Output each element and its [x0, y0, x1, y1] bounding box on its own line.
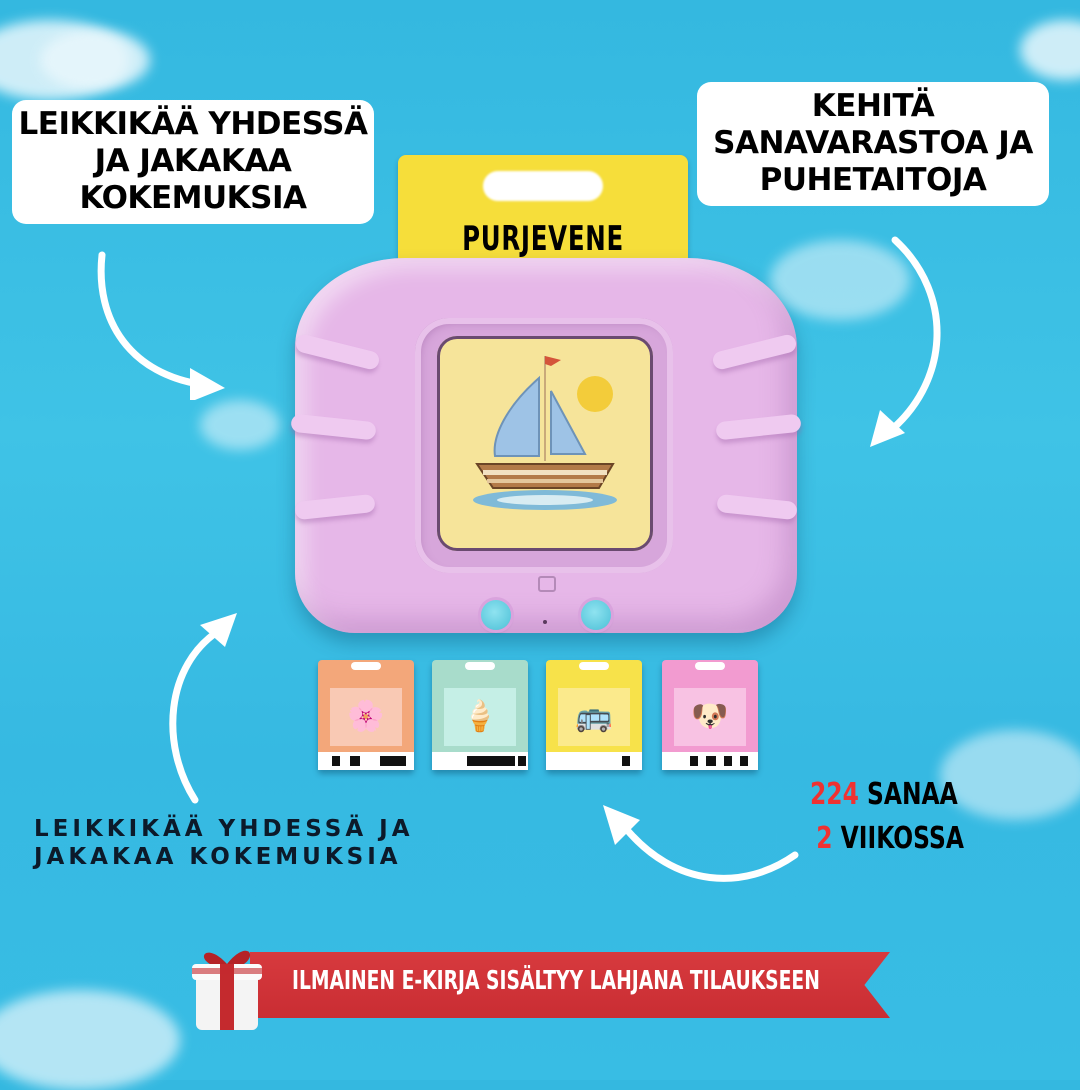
caption-line: JAKAKAA KOKEMUKSIA — [34, 843, 402, 870]
barcode-mark — [724, 756, 732, 766]
card-notch — [695, 662, 725, 670]
callout-line: PUHETAITOJA — [759, 162, 987, 199]
cloud — [0, 990, 180, 1090]
weeks-count: 2 — [816, 820, 833, 856]
ice-cream-icon: 🍦 — [461, 700, 499, 733]
card-picture: 🚌 — [558, 688, 630, 746]
right-button[interactable] — [581, 600, 611, 630]
caption-line: LEIKKIKÄÄ YHDESSÄ JA — [34, 816, 414, 842]
talking-flashcard-device — [290, 258, 802, 633]
barcode-mark — [350, 756, 360, 766]
cloud — [200, 400, 280, 450]
card-notch — [465, 662, 495, 670]
puppy-icon: 🐶 — [691, 700, 729, 733]
flashcard-flower[interactable]: 🌸 — [318, 660, 414, 770]
card-word: PURJEVENE — [462, 219, 624, 259]
card-notch — [483, 171, 603, 201]
card-screen — [437, 336, 653, 551]
word-stats: 224 SANAA 2 VIIKOSSA — [810, 773, 964, 860]
arrow-down-right-icon — [97, 251, 225, 400]
barcode-mark — [332, 756, 340, 766]
promo-ribbon — [250, 952, 890, 1018]
flashcard-bus[interactable]: 🚌 — [546, 660, 642, 770]
flashcard-ice-cream[interactable]: 🍦 — [432, 660, 528, 770]
weeks-stat: 2 VIIKOSSA — [810, 817, 964, 861]
card-picture: 🍦 — [444, 688, 516, 746]
cloud — [770, 240, 910, 320]
microphone-hole — [543, 620, 547, 624]
arrow-up-left-icon — [603, 805, 799, 882]
left-button[interactable] — [481, 600, 511, 630]
callout-line: SANAVARASTOA JA — [713, 125, 1033, 162]
barcode-mark — [467, 756, 515, 766]
barcode-mark — [518, 756, 526, 766]
callout-develop-vocabulary: KEHITÄ SANAVARASTOA JA PUHETAITOJA — [697, 82, 1049, 206]
barcode-mark — [690, 756, 698, 766]
cloud — [1020, 20, 1080, 80]
cloud — [940, 730, 1080, 820]
barcode-mark — [740, 756, 748, 766]
words-label: SANAA — [867, 777, 958, 812]
card-notch — [579, 662, 609, 670]
card-picture: 🌸 — [330, 688, 402, 746]
cloud — [40, 30, 150, 90]
words-count: 224 — [810, 777, 859, 812]
flower-icon: 🌸 — [347, 700, 385, 733]
arrow-down-left-icon — [870, 236, 941, 447]
card-notch — [351, 662, 381, 670]
arrow-up-right-icon — [169, 613, 237, 804]
gift-icon — [192, 950, 262, 1030]
callout-line: KEHITÄ — [811, 88, 935, 124]
callout-line: JA JAKAKAA — [94, 143, 292, 180]
callout-line: LEIKKIKÄÄ YHDESSÄ — [18, 106, 368, 142]
bus-icon: 🚌 — [575, 700, 613, 733]
callout-line: KOKEMUKSIA — [79, 180, 307, 217]
card-picture: 🐶 — [674, 688, 746, 746]
callout-play-together: LEIKKIKÄÄ YHDESSÄ JA JAKAKAA KOKEMUKSIA — [12, 100, 374, 224]
flashcard-puppy[interactable]: 🐶 — [662, 660, 758, 770]
caption-play-together: LEIKKIKÄÄ YHDESSÄ JA JAKAKAA KOKEMUKSIA — [34, 816, 414, 871]
words-stat: 224 SANAA — [810, 773, 964, 817]
speaker-logo-icon — [538, 576, 556, 592]
promo-text: ILMAINEN E-KIRJA SISÄLTYY LAHJANA TILAUK… — [292, 966, 820, 996]
barcode-mark — [380, 756, 406, 766]
screen-bezel — [415, 318, 673, 573]
card-barcode-strip — [546, 752, 642, 770]
sailboat-icon — [473, 356, 617, 510]
weeks-label: VIIKOSSA — [840, 820, 964, 856]
barcode-mark — [622, 756, 630, 766]
barcode-mark — [706, 756, 716, 766]
